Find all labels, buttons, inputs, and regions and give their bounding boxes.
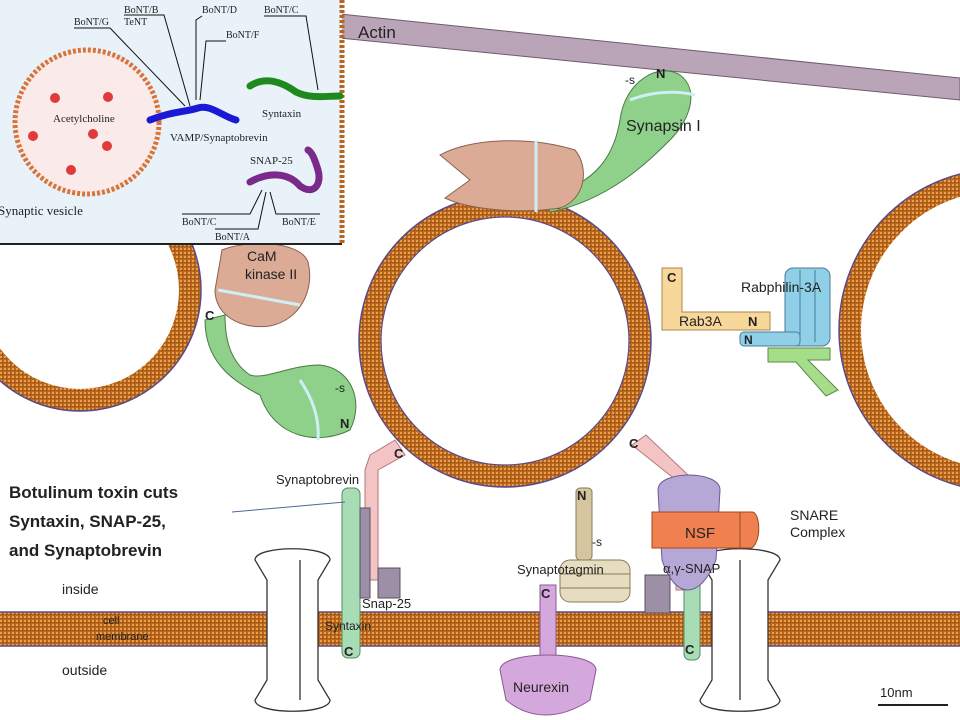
rab3a-c: C (667, 270, 677, 285)
neurexin-c: C (541, 586, 551, 601)
snap25-label: Snap-25 (362, 596, 411, 611)
cell-membrane-label-1: cell (103, 615, 120, 627)
synapsin-n: N (656, 66, 665, 81)
syntaxin-left-c: C (344, 644, 354, 659)
inside-label: inside (62, 581, 99, 597)
callout-line-1: Botulinum toxin cuts (9, 483, 178, 502)
camk-label-1: CaM (247, 248, 277, 264)
snare-complex-label-2: Complex (790, 524, 845, 540)
synaptobrevin-right-c: C (629, 436, 639, 451)
nsf (651, 511, 760, 549)
synaptotagmin-c2 (559, 559, 631, 603)
inset-bont-d: BoNT/D (202, 5, 237, 16)
rab3a-n: N (748, 314, 757, 329)
cell-membrane-label-2: membrane (96, 631, 149, 643)
synapsin-top (544, 70, 692, 213)
inset-panel: Acetylcholine Synaptic vesicle VAMP/Syna… (0, 0, 345, 245)
rab3a (661, 267, 771, 331)
inset-bont-c-bottom: BoNT/C (182, 217, 217, 228)
camk-top (439, 140, 584, 212)
inset-syntaxin-label: Syntaxin (262, 108, 302, 120)
synaptotagmin-label: Synaptotagmin (517, 562, 604, 577)
snare-complex-label-1: SNARE (790, 507, 838, 523)
inset-syntaxin (246, 77, 344, 101)
inset-vesicle (12, 47, 162, 197)
inset-snap25 (246, 146, 323, 194)
inset-acetylcholine: Acetylcholine (53, 113, 115, 125)
syntaxin-right-c: C (685, 642, 695, 657)
inset-vesicle-label: Synaptic vesicle (0, 203, 83, 218)
snap25-left (359, 507, 371, 599)
inset-bont-e: BoNT/E (282, 217, 316, 228)
center-vesicle (359, 195, 651, 487)
nsf-label: NSF (685, 525, 715, 542)
rabphilin-label: Rabphilin-3A (741, 279, 822, 295)
channel-right (699, 548, 781, 712)
cell-membrane-band (0, 612, 960, 646)
inset-bont-g: BoNT/G (74, 17, 109, 28)
inset-tent: TeNT (124, 17, 147, 28)
synaptotagmin-s: -s (592, 535, 602, 549)
synapsin-s: -s (625, 73, 635, 87)
syntaxin-label: Syntaxin (325, 619, 371, 633)
synapsin-left-s: -s (335, 381, 345, 395)
inset-bont-c-top: BoNT/C (264, 5, 299, 16)
synaptobrevin-c: C (394, 446, 404, 461)
synapsin-left-n: N (340, 416, 349, 431)
actin-label: Actin (358, 23, 396, 42)
rab3a-label: Rab3A (679, 313, 722, 329)
callout-line-3: and Synaptobrevin (9, 541, 162, 560)
synapsin-label: Synapsin I (626, 118, 701, 135)
synaptobrevin-left (364, 439, 406, 581)
rabphilin-n: N (744, 333, 753, 347)
inset-bont-f: BoNT/F (226, 30, 260, 41)
inset-snap25-label: SNAP-25 (250, 155, 293, 167)
inset-vamp (146, 103, 240, 124)
synapsin-left-c: C (205, 308, 215, 323)
inset-bont-b: BoNT/B (124, 5, 159, 16)
synaptobrevin-label: Synaptobrevin (276, 472, 359, 487)
outside-label: outside (62, 662, 107, 678)
right-vesicle (839, 174, 960, 486)
callout-leader (231, 501, 346, 513)
synapsin-left (204, 314, 357, 439)
camk-label-2: kinase II (245, 266, 297, 282)
rabphilin (784, 267, 831, 347)
synaptotagmin-n: N (577, 488, 586, 503)
rabphilin-anchor (767, 347, 839, 397)
inset-bont-a: BoNT/A (215, 232, 251, 243)
callout-line-2: Syntaxin, SNAP-25, (9, 512, 166, 531)
channel-left (254, 548, 331, 712)
inset-vamp-label: VAMP/Synaptobrevin (170, 132, 268, 144)
neurexin-head (499, 654, 597, 716)
snap-alpha-gamma-label: α,γ-SNAP (663, 561, 720, 576)
neurexin-label: Neurexin (513, 679, 569, 695)
scale-label: 10nm (880, 685, 913, 700)
